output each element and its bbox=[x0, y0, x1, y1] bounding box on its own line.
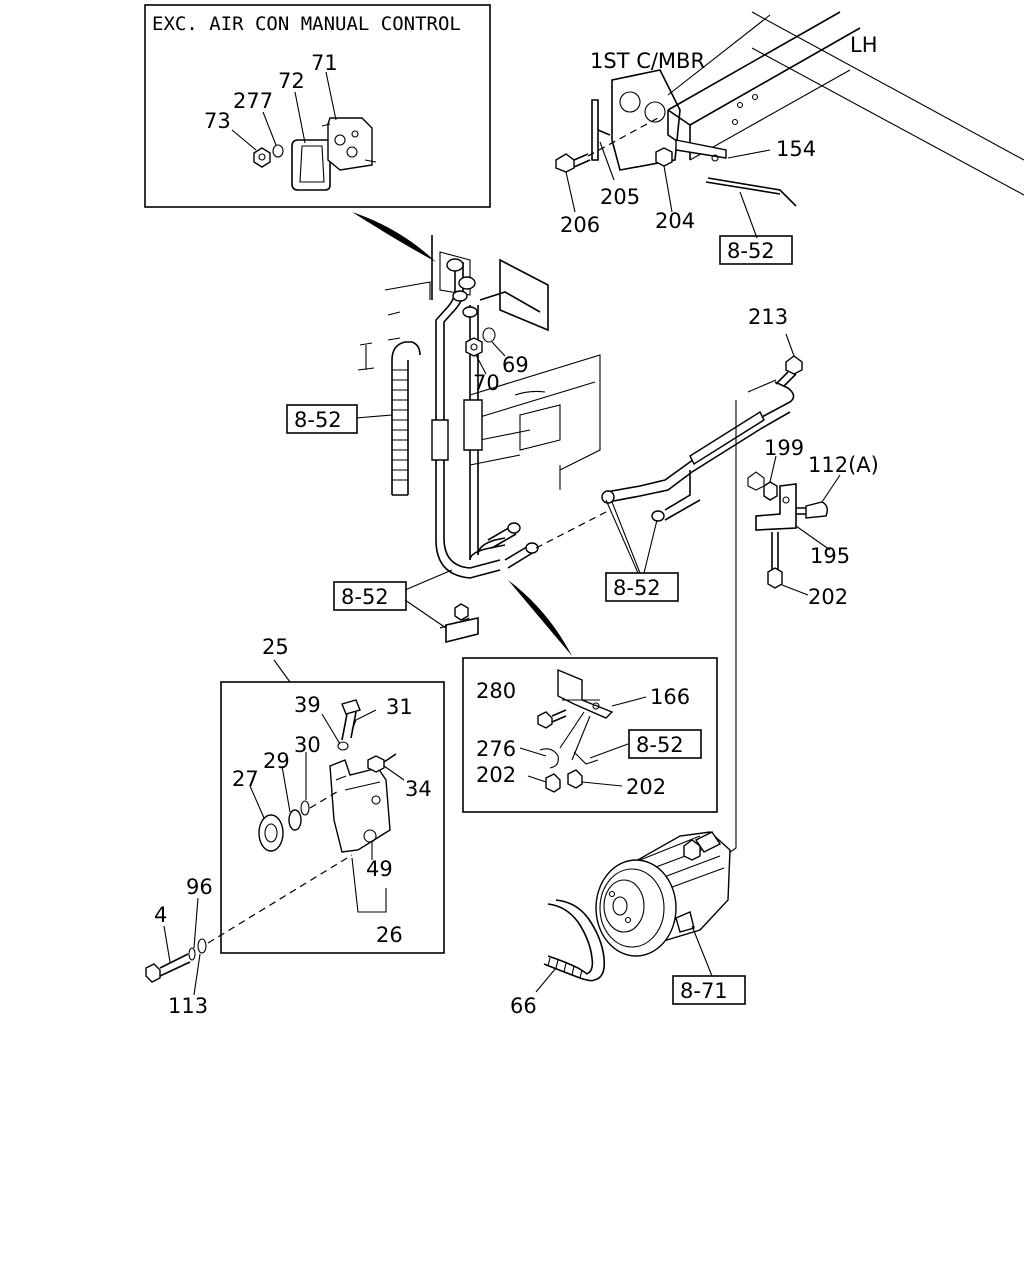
label-lh: LH bbox=[850, 33, 878, 57]
frame-crossmember: LH 1ST C/MBR 154 205 206 204 8-52 bbox=[555, 11, 1024, 265]
drive-belt: 66 bbox=[510, 899, 606, 1018]
ref-label-7[interactable]: 8-71 bbox=[680, 979, 728, 1003]
label-66: 66 bbox=[510, 994, 537, 1018]
inset-exc-aircon: EXC. AIR CON MANUAL CONTROL 71 72 277 73 bbox=[144, 4, 491, 208]
label-113: 113 bbox=[168, 994, 208, 1018]
label-69: 69 bbox=[502, 353, 529, 377]
label-213: 213 bbox=[748, 305, 788, 329]
ref-box-5[interactable] bbox=[628, 729, 702, 759]
ref-label-1[interactable]: 8-52 bbox=[727, 239, 775, 263]
label-280: 280 bbox=[476, 679, 516, 703]
label-26: 26 bbox=[376, 923, 403, 947]
ref-label-4[interactable]: 8-52 bbox=[613, 576, 661, 600]
label-277: 277 bbox=[233, 89, 273, 113]
inset-pointer-arrow bbox=[352, 212, 436, 262]
compressor-assembly: 8-71 bbox=[595, 831, 746, 1005]
right-hose-run: 213 8-52 199 112(A) 195 202 bbox=[601, 305, 879, 863]
label-70: 70 bbox=[473, 371, 500, 395]
ref-box-2[interactable] bbox=[286, 404, 358, 434]
label-1st-cmbr: 1ST C/MBR bbox=[590, 49, 705, 73]
label-112a: 112(A) bbox=[808, 453, 879, 477]
label-166: 166 bbox=[650, 685, 690, 709]
ref-label-5[interactable]: 8-52 bbox=[636, 733, 684, 757]
label-73: 73 bbox=[204, 109, 231, 133]
label-96: 96 bbox=[186, 875, 213, 899]
label-202b: 202 bbox=[476, 763, 516, 787]
label-276: 276 bbox=[476, 737, 516, 761]
ref-box-1[interactable] bbox=[719, 235, 793, 265]
label-205: 205 bbox=[600, 185, 640, 209]
ref-label-2[interactable]: 8-52 bbox=[294, 408, 342, 432]
label-27: 27 bbox=[232, 767, 259, 791]
inset-title: EXC. AIR CON MANUAL CONTROL bbox=[152, 13, 461, 35]
label-195: 195 bbox=[810, 544, 850, 568]
inset-pointer-arrow-2 bbox=[508, 580, 572, 656]
inset-bracket-166: 280 166 276 202 202 8-52 bbox=[462, 657, 718, 813]
label-29: 29 bbox=[263, 749, 290, 773]
ref-box-7[interactable] bbox=[672, 975, 746, 1005]
ref-box-4[interactable] bbox=[605, 572, 679, 602]
label-199: 199 bbox=[764, 436, 804, 460]
ref-label-3[interactable]: 8-52 bbox=[341, 585, 389, 609]
label-202a: 202 bbox=[808, 585, 848, 609]
ref-box-3[interactable] bbox=[333, 581, 407, 611]
label-31: 31 bbox=[386, 695, 413, 719]
label-49: 49 bbox=[366, 857, 393, 881]
label-71: 71 bbox=[311, 51, 338, 75]
label-25: 25 bbox=[262, 635, 289, 659]
label-39: 39 bbox=[294, 693, 321, 717]
engine-hose-assembly: 69 70 8-52 8-52 bbox=[286, 235, 607, 644]
inset-idler-pulley: 25 31 39 30 29 27 34 49 26 bbox=[207, 635, 445, 954]
bolt-4-assembly: 4 96 113 bbox=[145, 875, 213, 1018]
label-34: 34 bbox=[405, 777, 432, 801]
label-30: 30 bbox=[294, 733, 321, 757]
label-206: 206 bbox=[560, 213, 600, 237]
label-72: 72 bbox=[278, 69, 305, 93]
label-4: 4 bbox=[154, 903, 167, 927]
label-204: 204 bbox=[655, 209, 695, 233]
label-154: 154 bbox=[776, 137, 816, 161]
label-202c: 202 bbox=[626, 775, 666, 799]
